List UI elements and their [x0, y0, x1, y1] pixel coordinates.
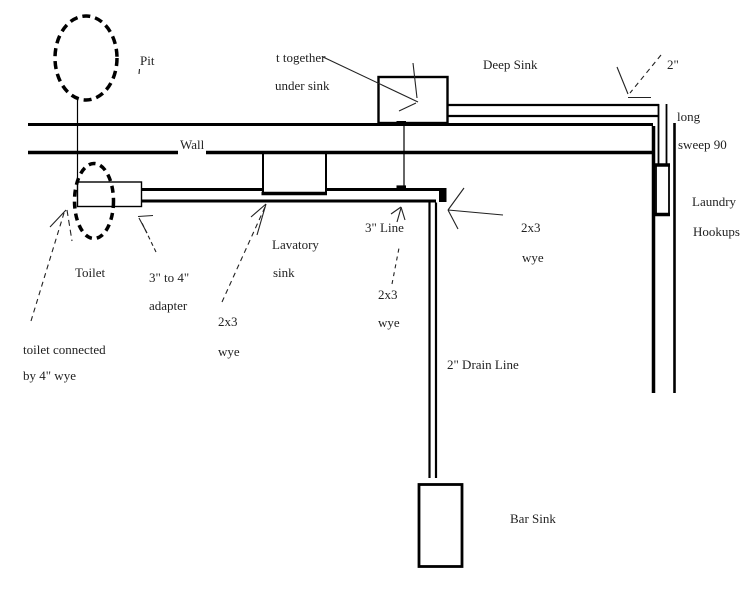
toilet-note-label-line1: toilet connected — [23, 342, 106, 357]
wye-right-arrow-shaft — [447, 209, 504, 216]
pit-ellipse — [53, 14, 119, 102]
drain-2in-label: 2" Drain Line — [447, 357, 519, 372]
wye-right-label-line1: 2x3 — [521, 220, 541, 235]
bar-sink-label: Bar Sink — [510, 511, 556, 526]
wye-left-arrow-head1 — [250, 203, 267, 218]
wye-mid-leader-dash — [391, 247, 400, 285]
adapter-label-line2: adapter — [149, 298, 188, 313]
wye-left-label-line1: 2x3 — [218, 314, 238, 329]
pit-label: Pit — [140, 53, 155, 68]
lavatory-label-line2: sink — [273, 265, 295, 280]
adapter-arrow-head-h — [137, 214, 154, 218]
adapter-label-line1: 3" to 4" — [149, 270, 189, 285]
long-sweep-label-line2: sweep 90 — [678, 137, 727, 152]
laundry-label-line1: Laundry — [692, 194, 737, 209]
wye-left-arrow-head2 — [256, 203, 267, 236]
long-sweep-label-line1: long — [677, 109, 701, 124]
three-inch-line-label: 3" Line — [365, 220, 404, 235]
two-inch-arrow-dash — [629, 54, 662, 94]
drain-corner-block — [439, 188, 447, 202]
deep-sink-label: Deep Sink — [483, 57, 538, 72]
tee-note-arrow-shaft — [322, 56, 419, 103]
two-inch-arrow-stroke — [616, 66, 629, 95]
toilet-note-label-line2: by 4" wye — [23, 368, 76, 383]
wye-left-arrow-shaft — [221, 206, 266, 303]
wye-left-label-line2: wye — [218, 344, 240, 359]
three-line-arrow-head-left — [390, 206, 402, 215]
laundry-label-line2: Hookups — [693, 224, 740, 239]
tee-note-label-line1: t together — [276, 50, 326, 65]
wye-right-arrow-head-down — [447, 209, 459, 230]
toilet-arrow-head2 — [66, 209, 73, 242]
bar-sink-box — [417, 483, 464, 568]
lavatory-label-line1: Lavatory — [272, 237, 319, 252]
adapter-arrow-head-v — [138, 217, 148, 234]
three-line-arrow-head-right — [400, 206, 406, 221]
toilet-arrow-shaft — [30, 212, 65, 322]
lavatory-sink-box — [262, 151, 327, 195]
pipe-2in-label: 2" — [667, 57, 679, 72]
tee-note-arrow-stroke-check — [398, 102, 417, 112]
adapter-rect — [76, 181, 143, 208]
three-line-arrow-shaft — [396, 207, 402, 223]
wye-right-label-line2: wye — [522, 250, 544, 265]
toilet-label: Toilet — [75, 265, 106, 280]
wye-mid-label-line1: 2x3 — [378, 287, 398, 302]
tee-note-label-line2: under sink — [275, 78, 330, 93]
wall-label: Wall — [180, 137, 205, 152]
toilet-arrow-head1 — [49, 209, 67, 228]
tee-note-arrow-stroke-up — [412, 62, 418, 99]
wye-mid-label-line2: wye — [378, 315, 400, 330]
toilet-ellipse — [72, 161, 116, 241]
stray-mark — [138, 68, 141, 75]
wye-right-arrow-head-up — [447, 187, 465, 211]
